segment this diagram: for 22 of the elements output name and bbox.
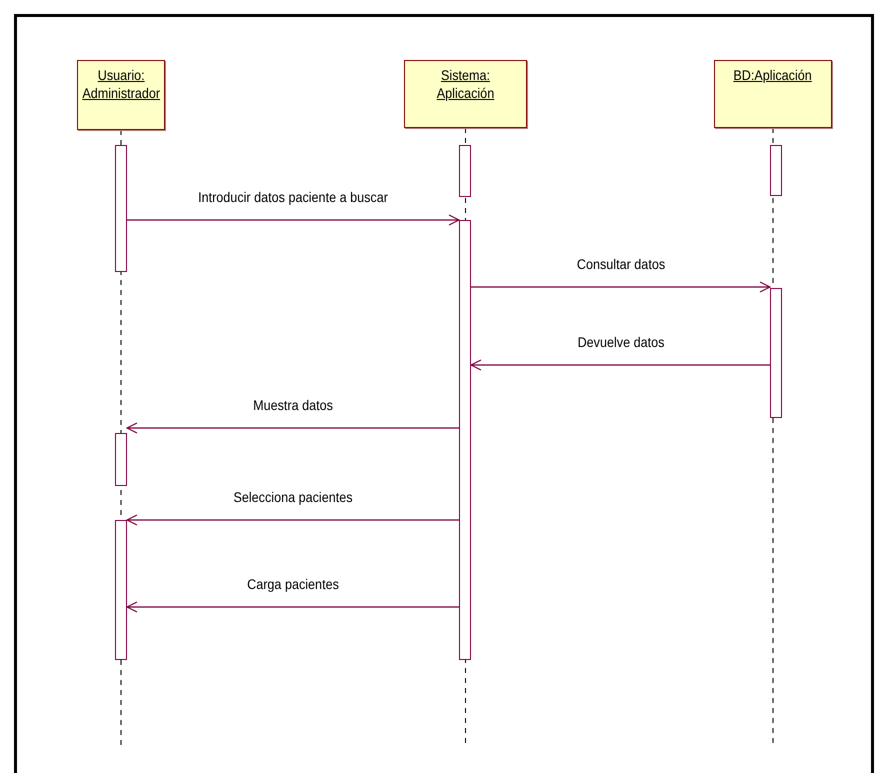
activation-bar (459, 145, 471, 197)
message-arrow (126, 514, 459, 526)
object-box (77, 60, 165, 130)
message-label: Introducir datos paciente a buscar (196, 189, 390, 206)
object-box (714, 60, 832, 128)
object-name: Sistema: Aplicación (436, 66, 496, 102)
activation-bar (459, 220, 471, 660)
message-arrow (471, 281, 771, 293)
activation-bar (115, 520, 127, 660)
object-box (404, 60, 527, 128)
message-label: Carga pacientes (245, 576, 341, 593)
message-arrow (126, 601, 459, 613)
object-name: Usuario: Administrador (82, 66, 160, 102)
message-arrow (126, 422, 459, 434)
activation-bar (115, 145, 127, 272)
message-label: Selecciona pacientes (232, 489, 354, 506)
message-arrow (470, 359, 770, 371)
message-arrow (127, 214, 460, 226)
activation-bar (770, 145, 782, 196)
object-name: BD:Aplicación (734, 66, 812, 84)
activation-bar (115, 433, 127, 486)
activation-bar (770, 288, 782, 418)
